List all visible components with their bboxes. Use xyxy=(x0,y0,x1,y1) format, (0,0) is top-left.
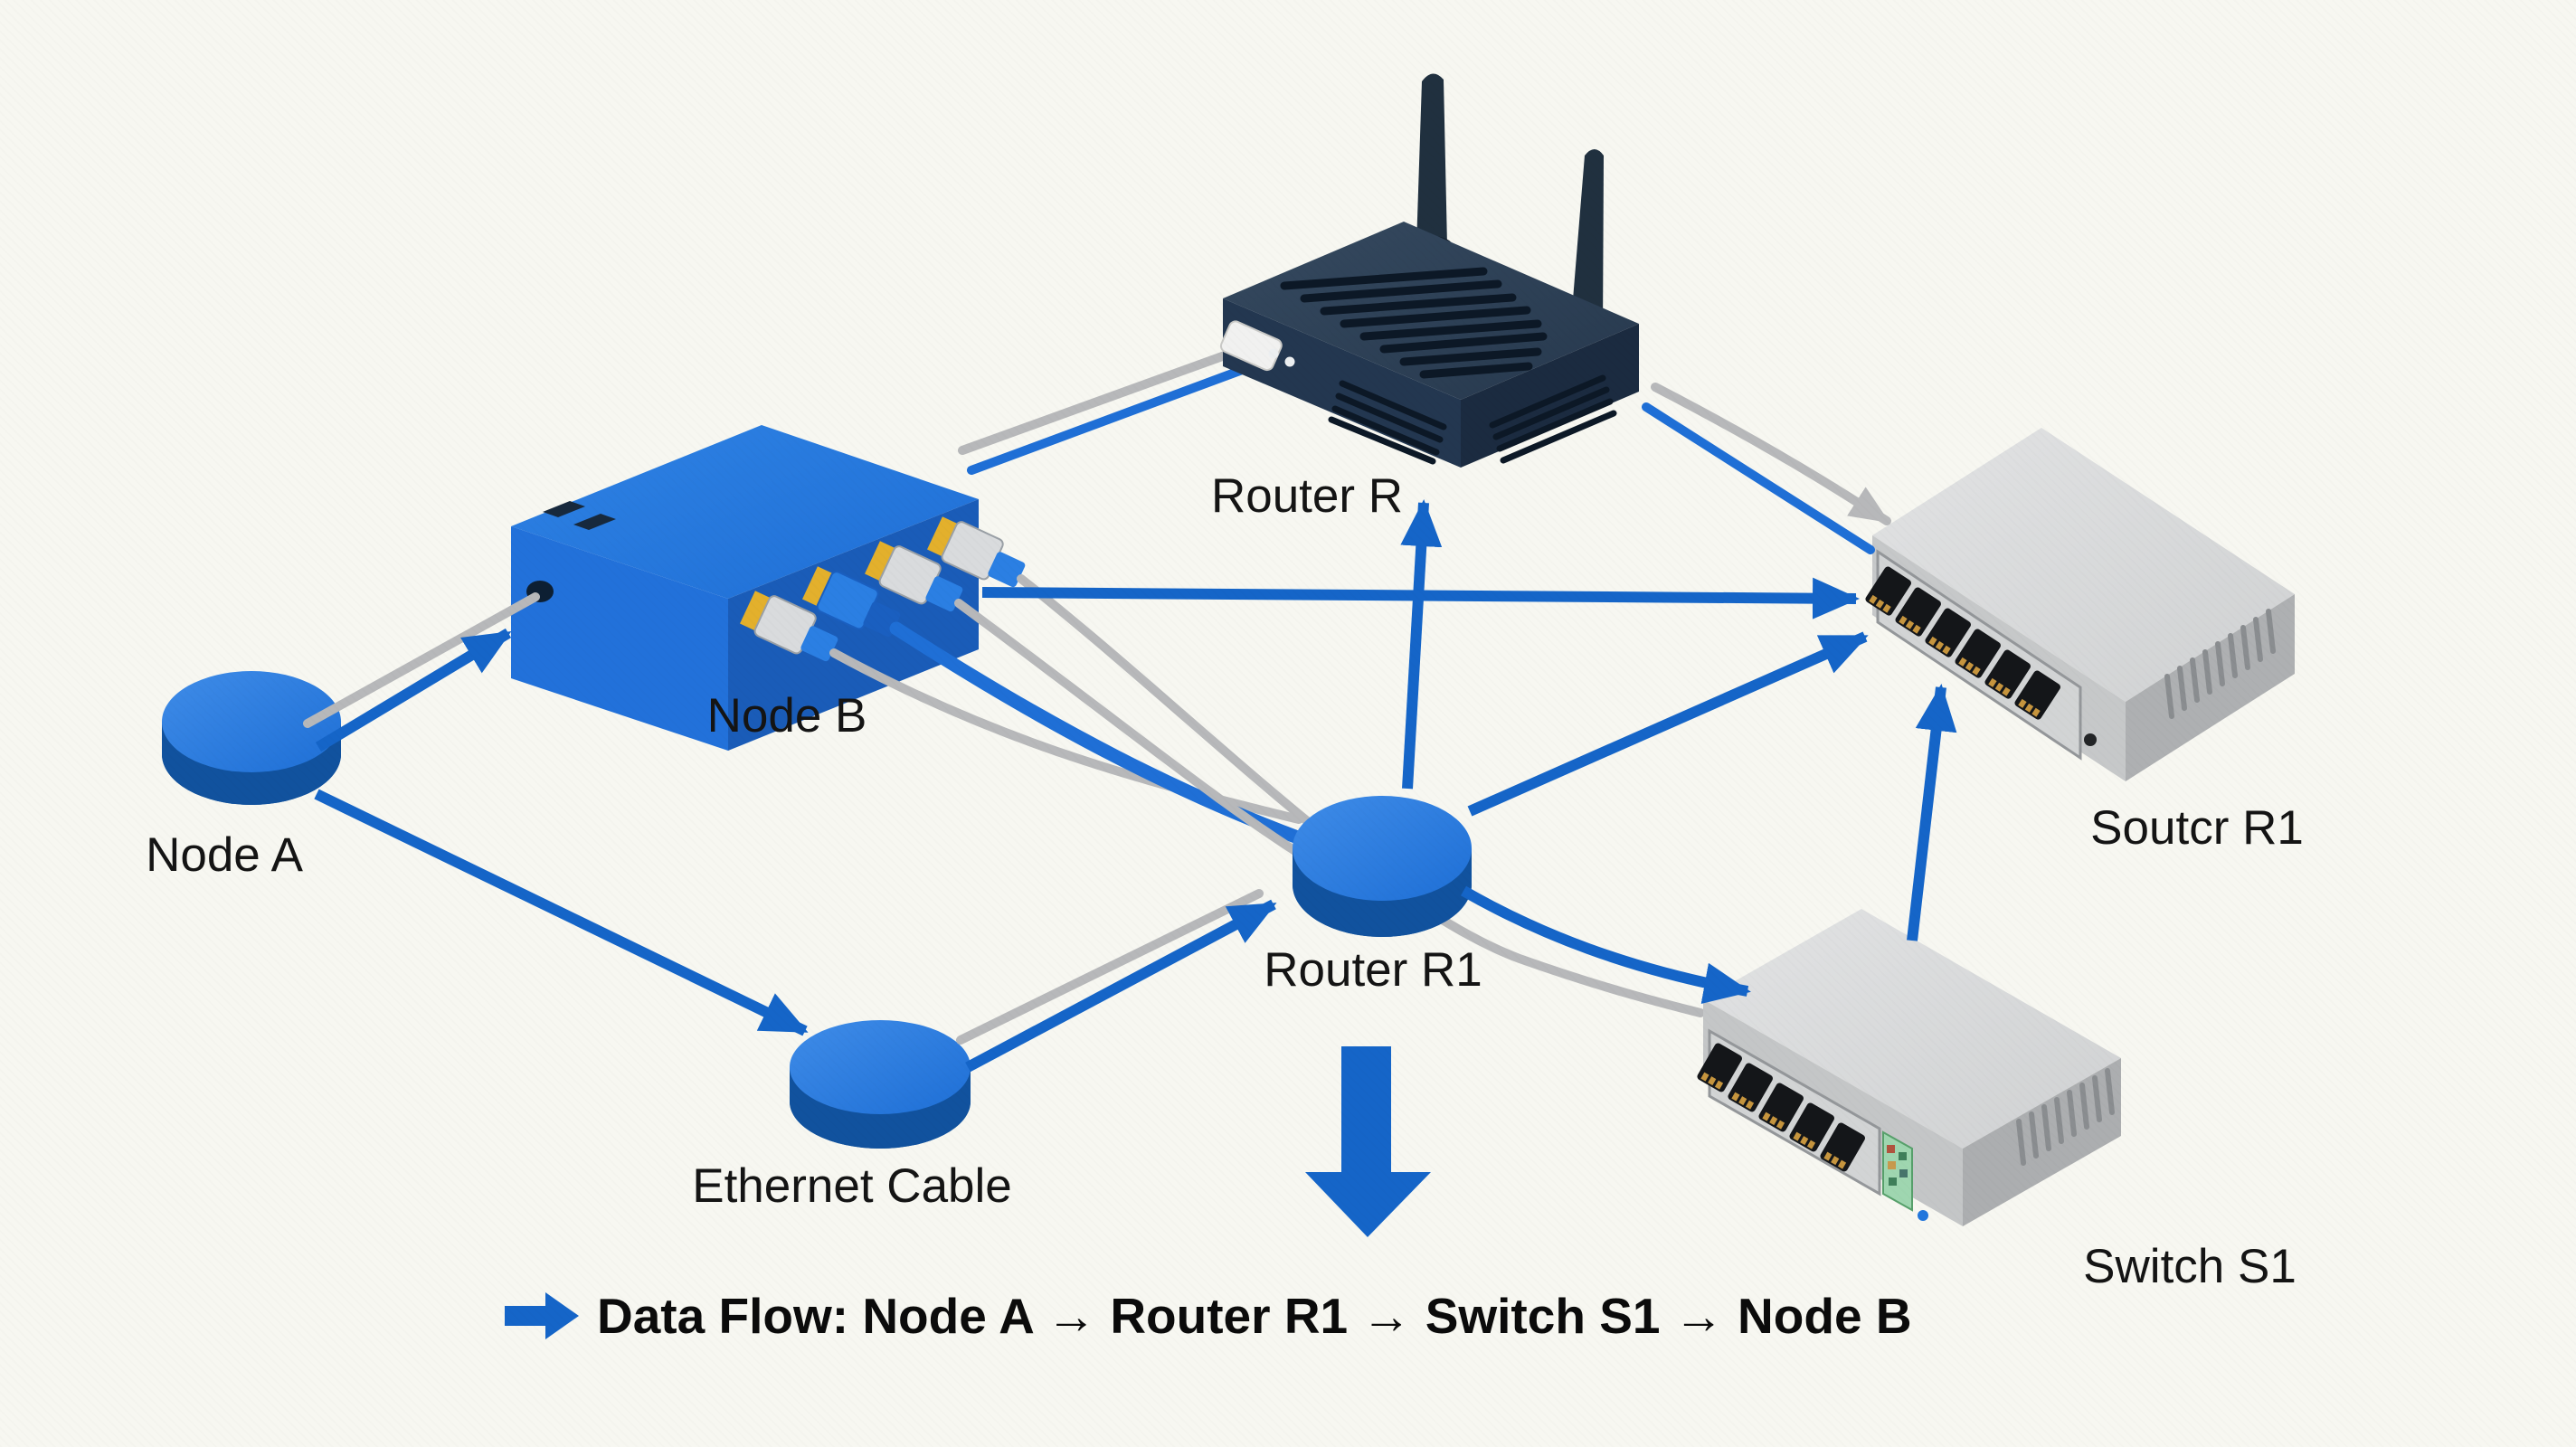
legend-text: Data Flow: Node A → Router R1 → Switch S… xyxy=(597,1288,1912,1344)
switch-r1-button xyxy=(2084,733,2097,746)
edge-switch-s1-to-switch-r1-arrow xyxy=(1907,684,1957,941)
edge-node-a-to-node-b-cable xyxy=(303,592,540,728)
edge-router-r1-to-switch-s1-arrow xyxy=(1461,885,1751,1005)
switch-r1-label: Soutcr R1 xyxy=(2090,801,2304,855)
node-b-top-mark xyxy=(573,514,616,530)
router-led xyxy=(1268,348,1279,359)
node-b-label: Node B xyxy=(707,689,867,742)
router-r1-label: Router R1 xyxy=(1264,943,1482,997)
edge-node-a-to-ethernet-cable-arrow xyxy=(314,789,809,1036)
router-led xyxy=(1284,356,1295,367)
router-antenna xyxy=(1416,73,1447,246)
edge-router-r-to-switch-r1-blue xyxy=(1642,402,1875,554)
router-top-vents xyxy=(1280,267,1548,379)
legend: Data Flow: Node A → Router R1 → Switch S… xyxy=(505,1288,1912,1344)
router-r1-disc xyxy=(1293,796,1472,937)
switch-s1-led xyxy=(1918,1210,1928,1221)
router-r-label: Router R xyxy=(1211,469,1403,523)
router-front-vents xyxy=(1328,374,1617,465)
edge-node-b-to-switch-r1-arrow xyxy=(981,577,1860,619)
node-a-disc xyxy=(162,671,341,805)
ethernet-plug xyxy=(927,516,1026,588)
node-a-label: Node A xyxy=(146,828,304,882)
edge-router-r1-to-router-r-arrow xyxy=(1400,499,1443,790)
router-r-device xyxy=(1219,73,1639,468)
switch-s1-label: Switch S1 xyxy=(2083,1240,2297,1293)
edge-ethernet-cable-to-router-r1-arrow xyxy=(965,899,1277,1073)
ethernet-plug xyxy=(865,541,963,612)
switch-s1-ports xyxy=(1697,1043,1865,1172)
ethernet-cable-disc xyxy=(790,1020,971,1149)
node-b-top-mark xyxy=(543,501,585,517)
switch-s1-label-sticker xyxy=(1882,1130,1913,1212)
node-b-device xyxy=(511,425,1026,751)
switch-r1-vents xyxy=(2164,609,2276,719)
switch-s1-device xyxy=(1697,909,2121,1226)
router-antenna xyxy=(1570,149,1604,335)
ethernet-cable-label: Ethernet Cable xyxy=(692,1159,1012,1213)
switch-r1-ports xyxy=(1865,566,2060,720)
ethernet-plug xyxy=(740,591,838,662)
switch-r1-device xyxy=(1865,428,2295,781)
node-b-to-router-r1-cables xyxy=(829,574,1705,1045)
switch-s1-vents xyxy=(2016,1068,2115,1166)
node-b-to-router-r-cables xyxy=(958,346,1249,475)
edge-router-r1-to-switch-r1-arrow xyxy=(1467,631,1869,817)
ethernet-cable-to-router-r1-gray xyxy=(956,889,1264,1045)
flow-arrows xyxy=(303,383,1957,1073)
legend-arrow-icon xyxy=(505,1292,579,1339)
edge-node-a-to-node-b-arrow xyxy=(315,628,512,752)
data-flow-down-arrow xyxy=(1305,1046,1431,1237)
edge-router-r-to-switch-r1-gray-arrow xyxy=(1651,383,1891,525)
